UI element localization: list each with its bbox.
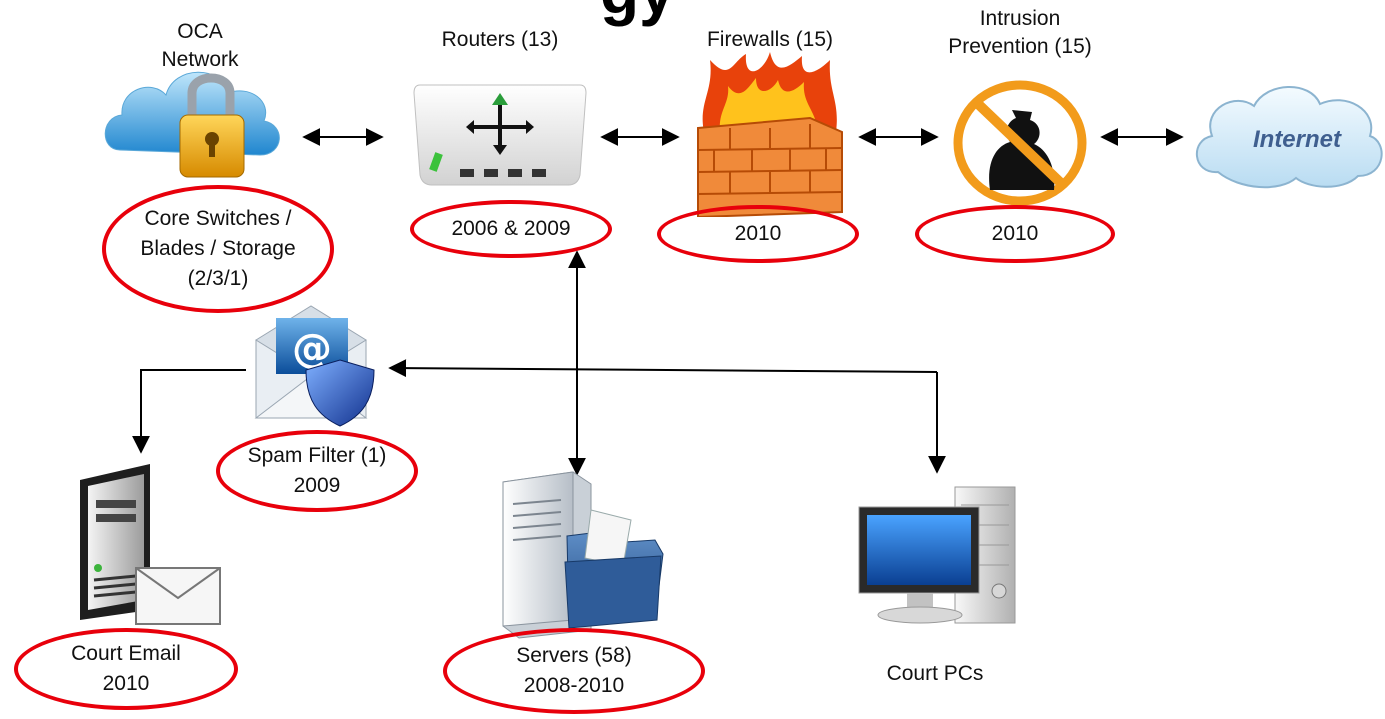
firewalls-label: Firewalls (15) [706, 28, 834, 51]
internet-label: Internet [1252, 126, 1341, 153]
intrusion-label: Intrusion Prevention (15) [948, 7, 1092, 58]
spam-filter-icon: @ [254, 305, 375, 427]
link-pcs-spam [388, 359, 938, 378]
routers-label: Routers (13) [441, 28, 559, 51]
title-fragment: gy [600, 0, 675, 28]
court-email-ellipse: Court Email 2010 [14, 628, 238, 710]
internet-cloud-icon [1196, 86, 1383, 189]
desktop-pc-icon [858, 486, 1016, 624]
cloud-lock-icon [104, 71, 280, 178]
link-spam-email [132, 369, 246, 454]
intrusion-year-ellipse: 2010 [915, 205, 1115, 263]
routers-year-ellipse: 2006 & 2009 [410, 200, 612, 258]
core-ellipse: Core Switches / Blades / Storage (2/3/1) [102, 185, 334, 313]
router-icon [413, 84, 587, 186]
email-server-icon [80, 464, 221, 625]
firewall-icon [697, 52, 843, 217]
file-server-icon [502, 471, 664, 639]
spam-filter-ellipse: Spam Filter (1) 2009 [216, 430, 418, 512]
servers-ellipse: Servers (58) 2008-2010 [443, 628, 705, 714]
oca-network-label: OCA Network [161, 20, 239, 71]
firewalls-year-ellipse: 2010 [657, 205, 859, 263]
court-pcs-label: Court PCs [886, 662, 984, 685]
intrusion-prevention-icon [953, 80, 1087, 206]
